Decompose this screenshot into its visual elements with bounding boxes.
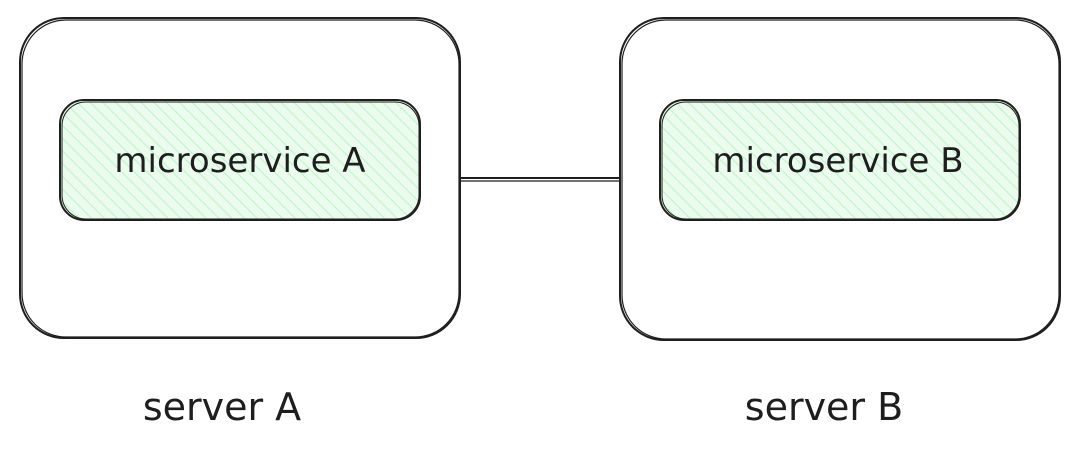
microservice-a-box: microservice A (59, 99, 421, 221)
microservice-a-label: microservice A (114, 141, 365, 181)
microservice-b-box: microservice B (659, 99, 1021, 221)
server-a-label: server A (143, 385, 301, 429)
server-connector (460, 177, 620, 182)
microservice-b-label: microservice B (712, 141, 963, 181)
server-b-label: server B (745, 385, 903, 429)
